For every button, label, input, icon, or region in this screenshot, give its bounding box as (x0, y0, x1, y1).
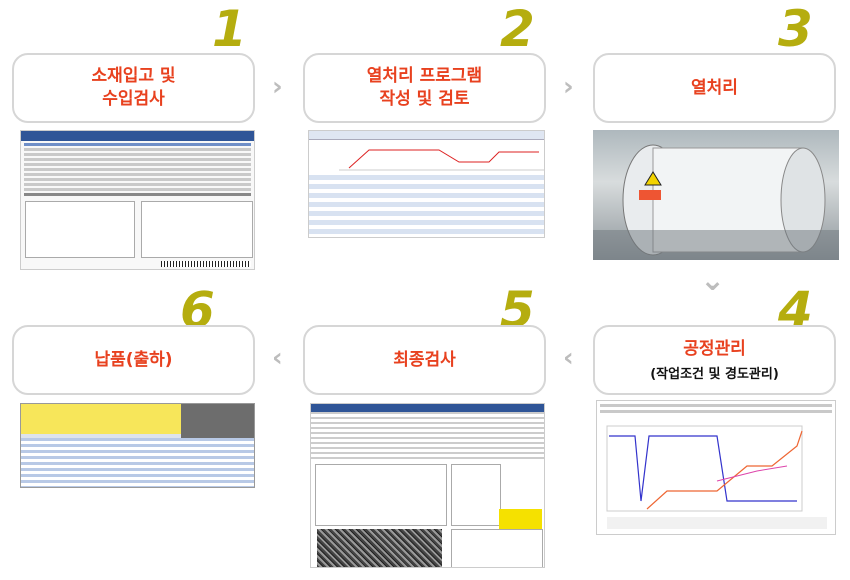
step-title-3: 열처리 (691, 77, 738, 98)
vacuum-furnace-photo (593, 130, 839, 260)
furnace-icon (593, 144, 839, 260)
step-box-5: 최종검사 (303, 325, 546, 395)
arrow-down-3: ⌄ (700, 263, 726, 298)
arrow-right-1: › (272, 72, 283, 102)
step-box-1: 소재입고 및 수입검사 (12, 53, 255, 123)
step-title-2: 열처리 프로그램 작성 및 검토 (366, 66, 483, 109)
step-number-2: 2 (500, 0, 535, 58)
final-inspection-report (310, 403, 545, 568)
process-curve-chart (596, 400, 836, 535)
step-title-1: 소재입고 및 수입검사 (91, 66, 176, 109)
step-number-3: 3 (778, 0, 813, 58)
shipping-software-screen (20, 403, 255, 488)
step-box-6: 납품(출하) (12, 325, 255, 395)
program-parameter-table (308, 130, 545, 238)
arrow-left-4: ‹ (563, 343, 574, 373)
step-title-5: 최종검사 (393, 349, 456, 370)
step-title-6: 납품(출하) (94, 349, 173, 370)
step-box-3: 열처리 (593, 53, 836, 123)
step-box-2: 열처리 프로그램 작성 및 검토 (303, 53, 546, 123)
step-box-4: 공정관리 (작업조건 및 경도관리) (593, 325, 836, 395)
incoming-inspection-document (20, 130, 255, 270)
step-subtitle-4: (작업조건 및 경도관리) (650, 367, 779, 383)
step-number-1: 1 (212, 0, 247, 58)
arrow-left-5: ‹ (272, 343, 283, 373)
step-title-4: 공정관리 (683, 338, 746, 359)
arrow-right-2: › (563, 72, 574, 102)
program-curve-icon (339, 149, 544, 171)
process-curve-icon (606, 425, 827, 529)
